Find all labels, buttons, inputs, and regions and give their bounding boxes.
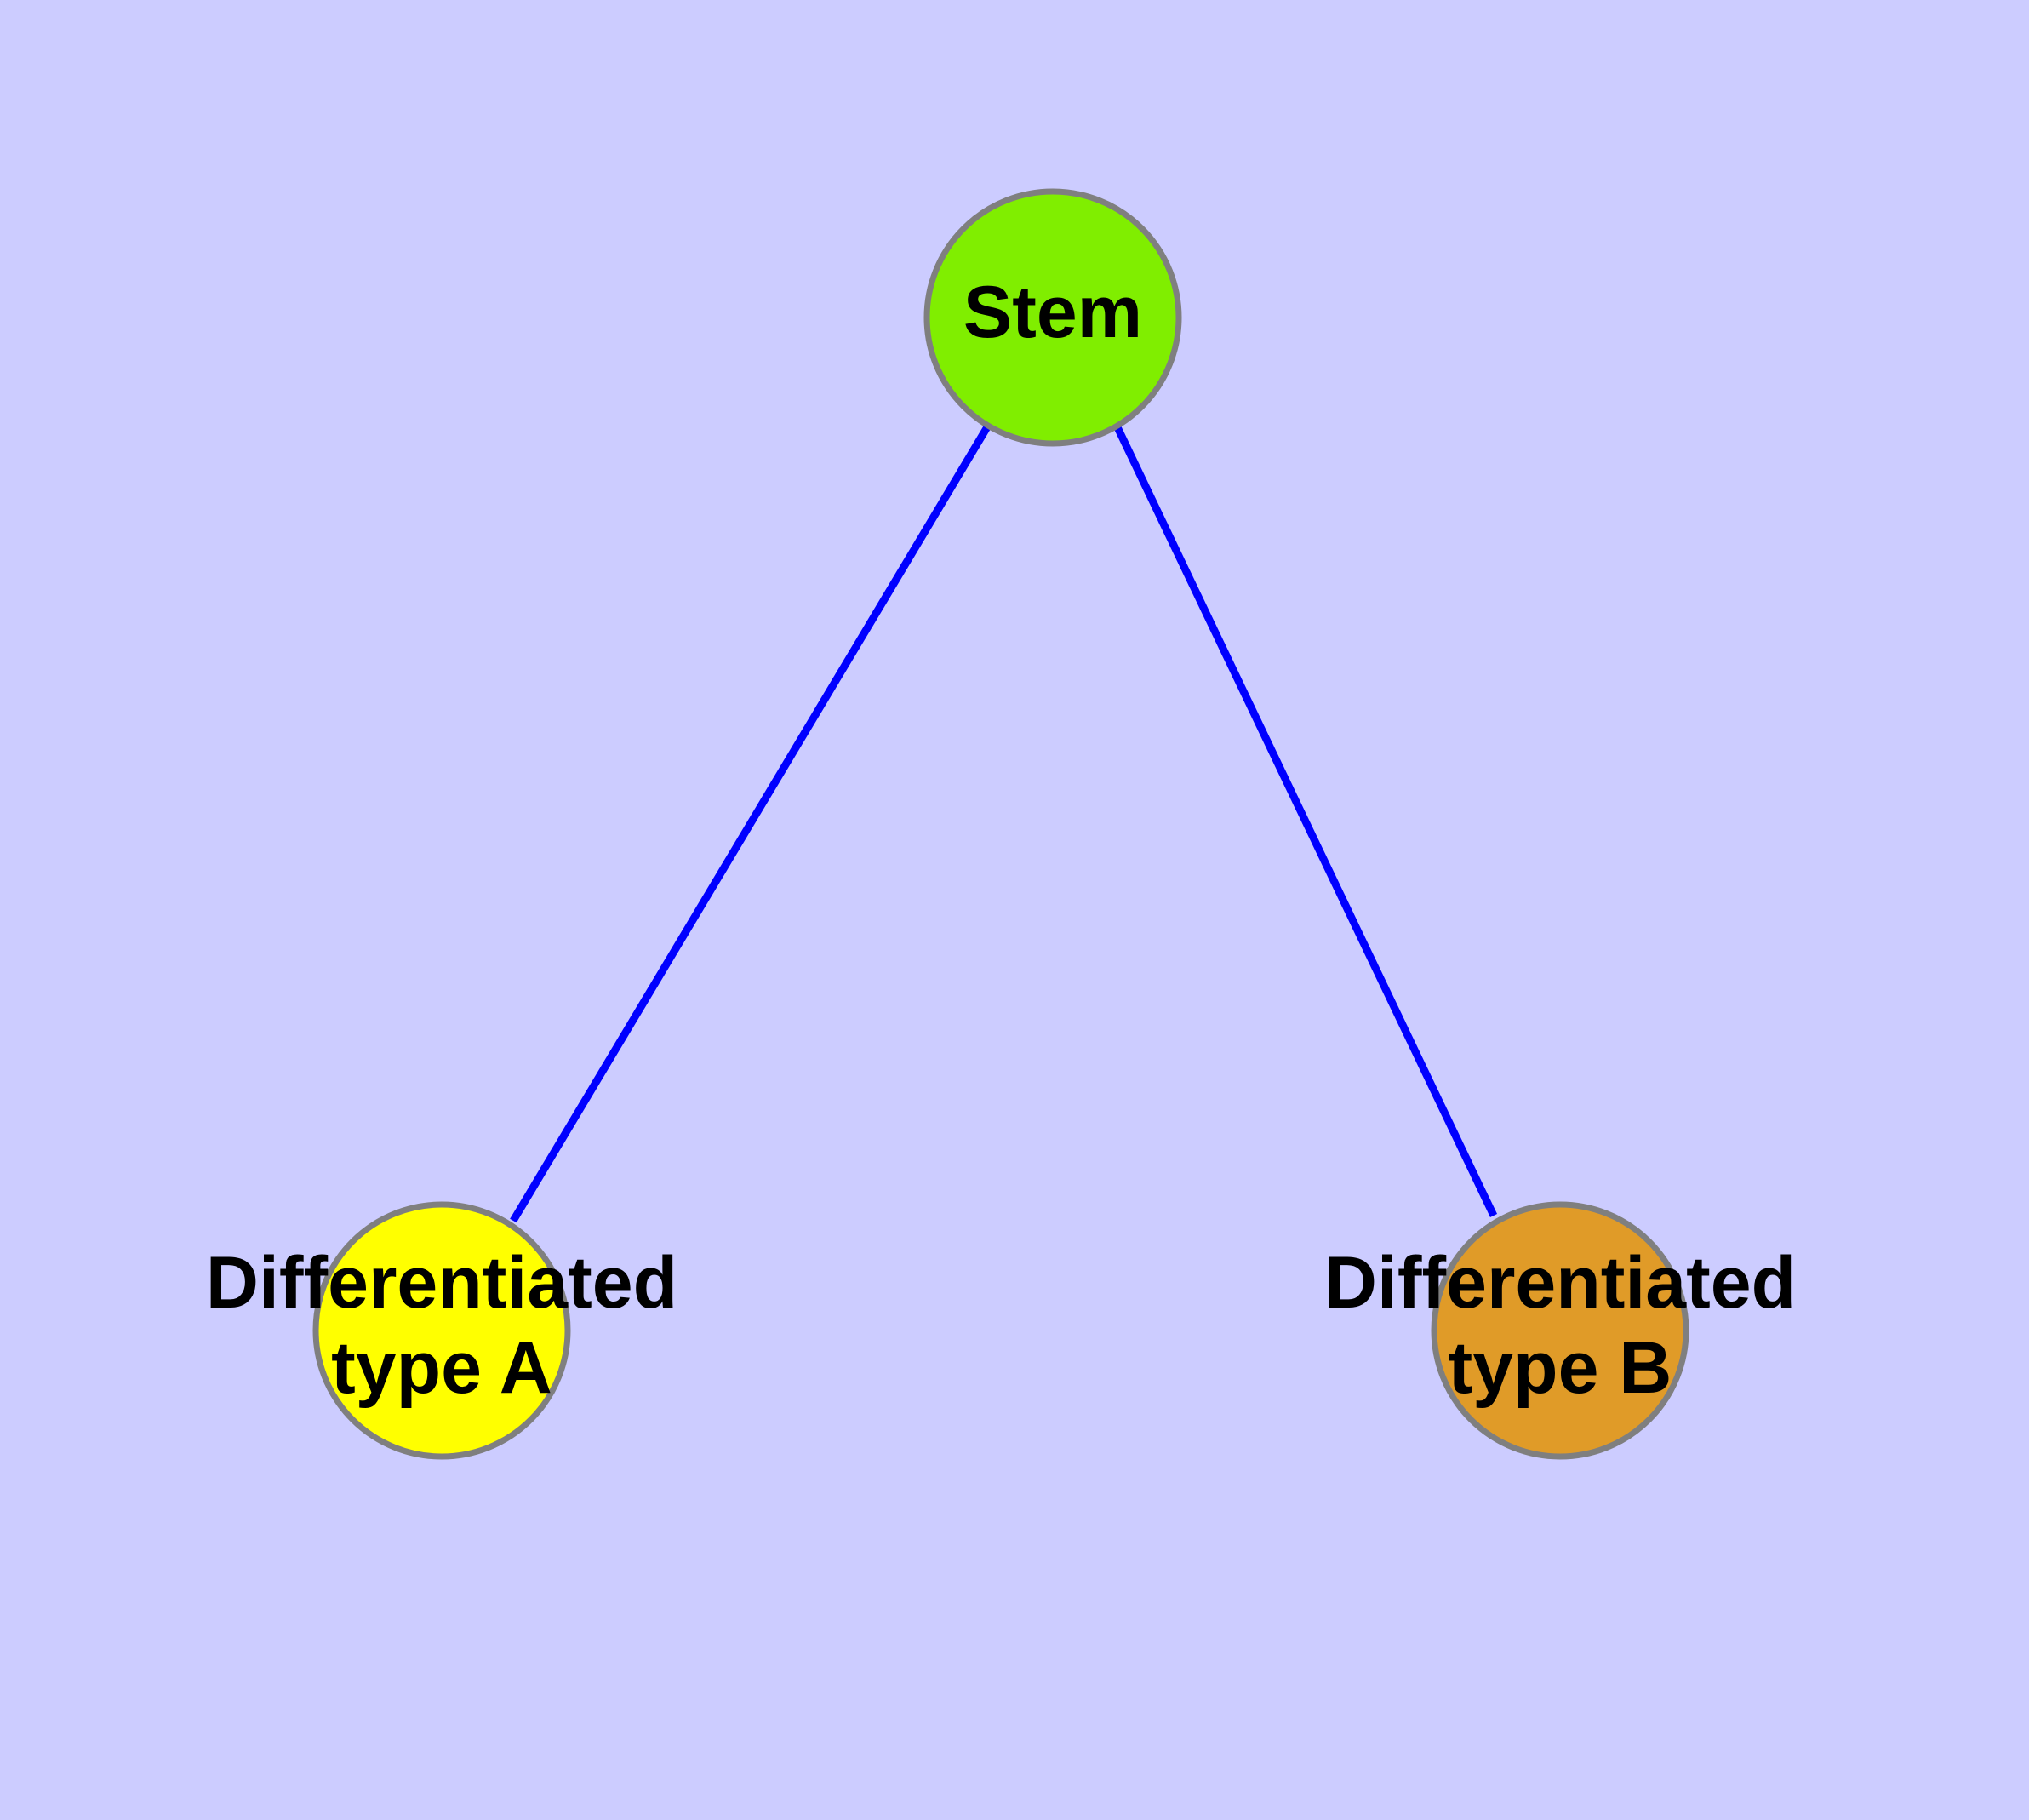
edge-layer [510, 423, 1498, 1223]
node-layer [312, 188, 1689, 1460]
edge-stem-diff-a[interactable] [510, 423, 992, 1223]
node-diff-b[interactable] [1431, 1201, 1689, 1460]
node-label-stem: Stem [963, 272, 1142, 353]
node-diff-a[interactable] [312, 1201, 571, 1460]
edge-stem-diff-b[interactable] [1112, 424, 1498, 1217]
node-label-line: Differentiated [1324, 1242, 1796, 1324]
node-label-line: type B [1449, 1327, 1672, 1409]
node-label-line: type A [331, 1327, 552, 1409]
node-label-line: Differentiated [206, 1242, 677, 1324]
node-label-line: Stem [963, 272, 1142, 353]
node-stem[interactable] [923, 188, 1182, 447]
